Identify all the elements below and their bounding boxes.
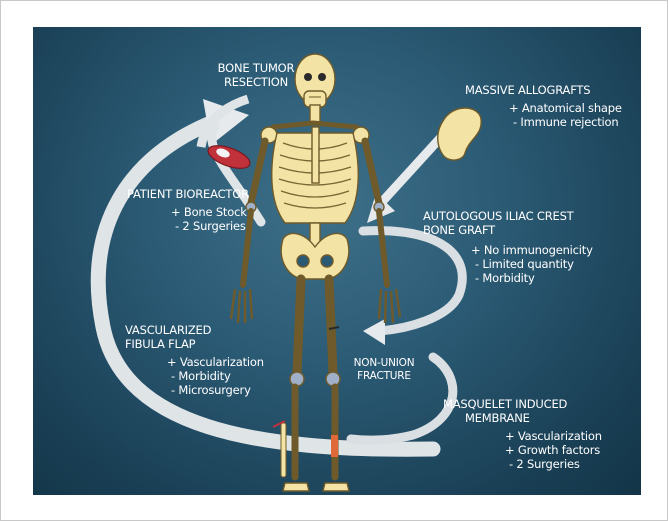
right-hand bbox=[379, 289, 400, 323]
iliac-crest-block: AUTOLOGOUS ILIAC CREST BONE GRAFT + No i… bbox=[423, 209, 593, 285]
skeleton-illustration bbox=[231, 54, 400, 491]
bone-tumor-resection-label: BONE TUMOR RESECTION bbox=[211, 61, 301, 89]
nonunion-line1: NON-UNION bbox=[349, 357, 419, 370]
left-hand bbox=[231, 289, 252, 323]
fibula-line1: VASCULARIZED bbox=[125, 323, 264, 337]
right-femur bbox=[329, 279, 333, 373]
patient-bioreactor-block: PATIENT BIOREACTOR + Bone Stock - 2 Surg… bbox=[127, 187, 249, 233]
bioreactor-title: PATIENT BIOREACTOR bbox=[127, 187, 249, 201]
iliac-line1: AUTOLOGOUS ILIAC CREST bbox=[423, 209, 593, 223]
bioreactor-pro: + Bone Stock bbox=[171, 205, 249, 219]
masquelet-pro2: + Growth factors bbox=[505, 443, 602, 457]
right-forearm bbox=[379, 211, 387, 285]
fibula-pro: + Vascularization bbox=[167, 355, 264, 369]
masquelet-line2: MEMBRANE bbox=[465, 411, 602, 425]
allografts-con: - Immune rejection bbox=[513, 115, 622, 129]
sternum bbox=[312, 127, 319, 183]
vascularized-fibula-block: VASCULARIZED FIBULA FLAP + Vascularizati… bbox=[125, 323, 264, 397]
left-humerus bbox=[251, 141, 265, 203]
masquelet-con: - 2 Surgeries bbox=[509, 457, 602, 471]
masquelet-line1: MASQUELET INDUCED bbox=[443, 397, 602, 411]
masquelet-membrane-block: MASQUELET INDUCED MEMBRANE + Vasculariza… bbox=[443, 397, 602, 471]
right-foot bbox=[323, 483, 349, 491]
iliac-con2: - Morbidity bbox=[475, 271, 593, 285]
fibula-con2: - Microsurgery bbox=[171, 383, 264, 397]
left-foot bbox=[283, 483, 309, 491]
right-humerus bbox=[365, 141, 379, 203]
left-femur bbox=[297, 279, 301, 373]
masquelet-pro1: + Vascularization bbox=[505, 429, 602, 443]
iliac-con1: - Limited quantity bbox=[475, 257, 593, 271]
fibula-con1: - Morbidity bbox=[171, 369, 264, 383]
non-union-fracture-label: NON-UNION FRACTURE bbox=[349, 357, 419, 383]
bone-tumor-line1: BONE TUMOR bbox=[211, 61, 301, 75]
allografts-pro: + Anatomical shape bbox=[509, 101, 622, 115]
bone-tumor-line2: RESECTION bbox=[211, 75, 301, 89]
iliac-pro: + No immunogenicity bbox=[471, 243, 593, 257]
fibula-line2: FIBULA FLAP bbox=[125, 337, 264, 351]
bioreactor-con: - 2 Surgeries bbox=[175, 219, 249, 233]
iliac-line2: BONE GRAFT bbox=[423, 223, 593, 237]
massive-allografts-block: MASSIVE ALLOGRAFTS + Anatomical shape - … bbox=[465, 83, 622, 129]
bone-defect-mark bbox=[331, 435, 338, 457]
allografts-title: MASSIVE ALLOGRAFTS bbox=[465, 83, 622, 97]
nonunion-line2: FRACTURE bbox=[349, 370, 419, 383]
diagram-panel: BONE TUMOR RESECTION MASSIVE ALLOGRAFTS … bbox=[33, 27, 641, 495]
